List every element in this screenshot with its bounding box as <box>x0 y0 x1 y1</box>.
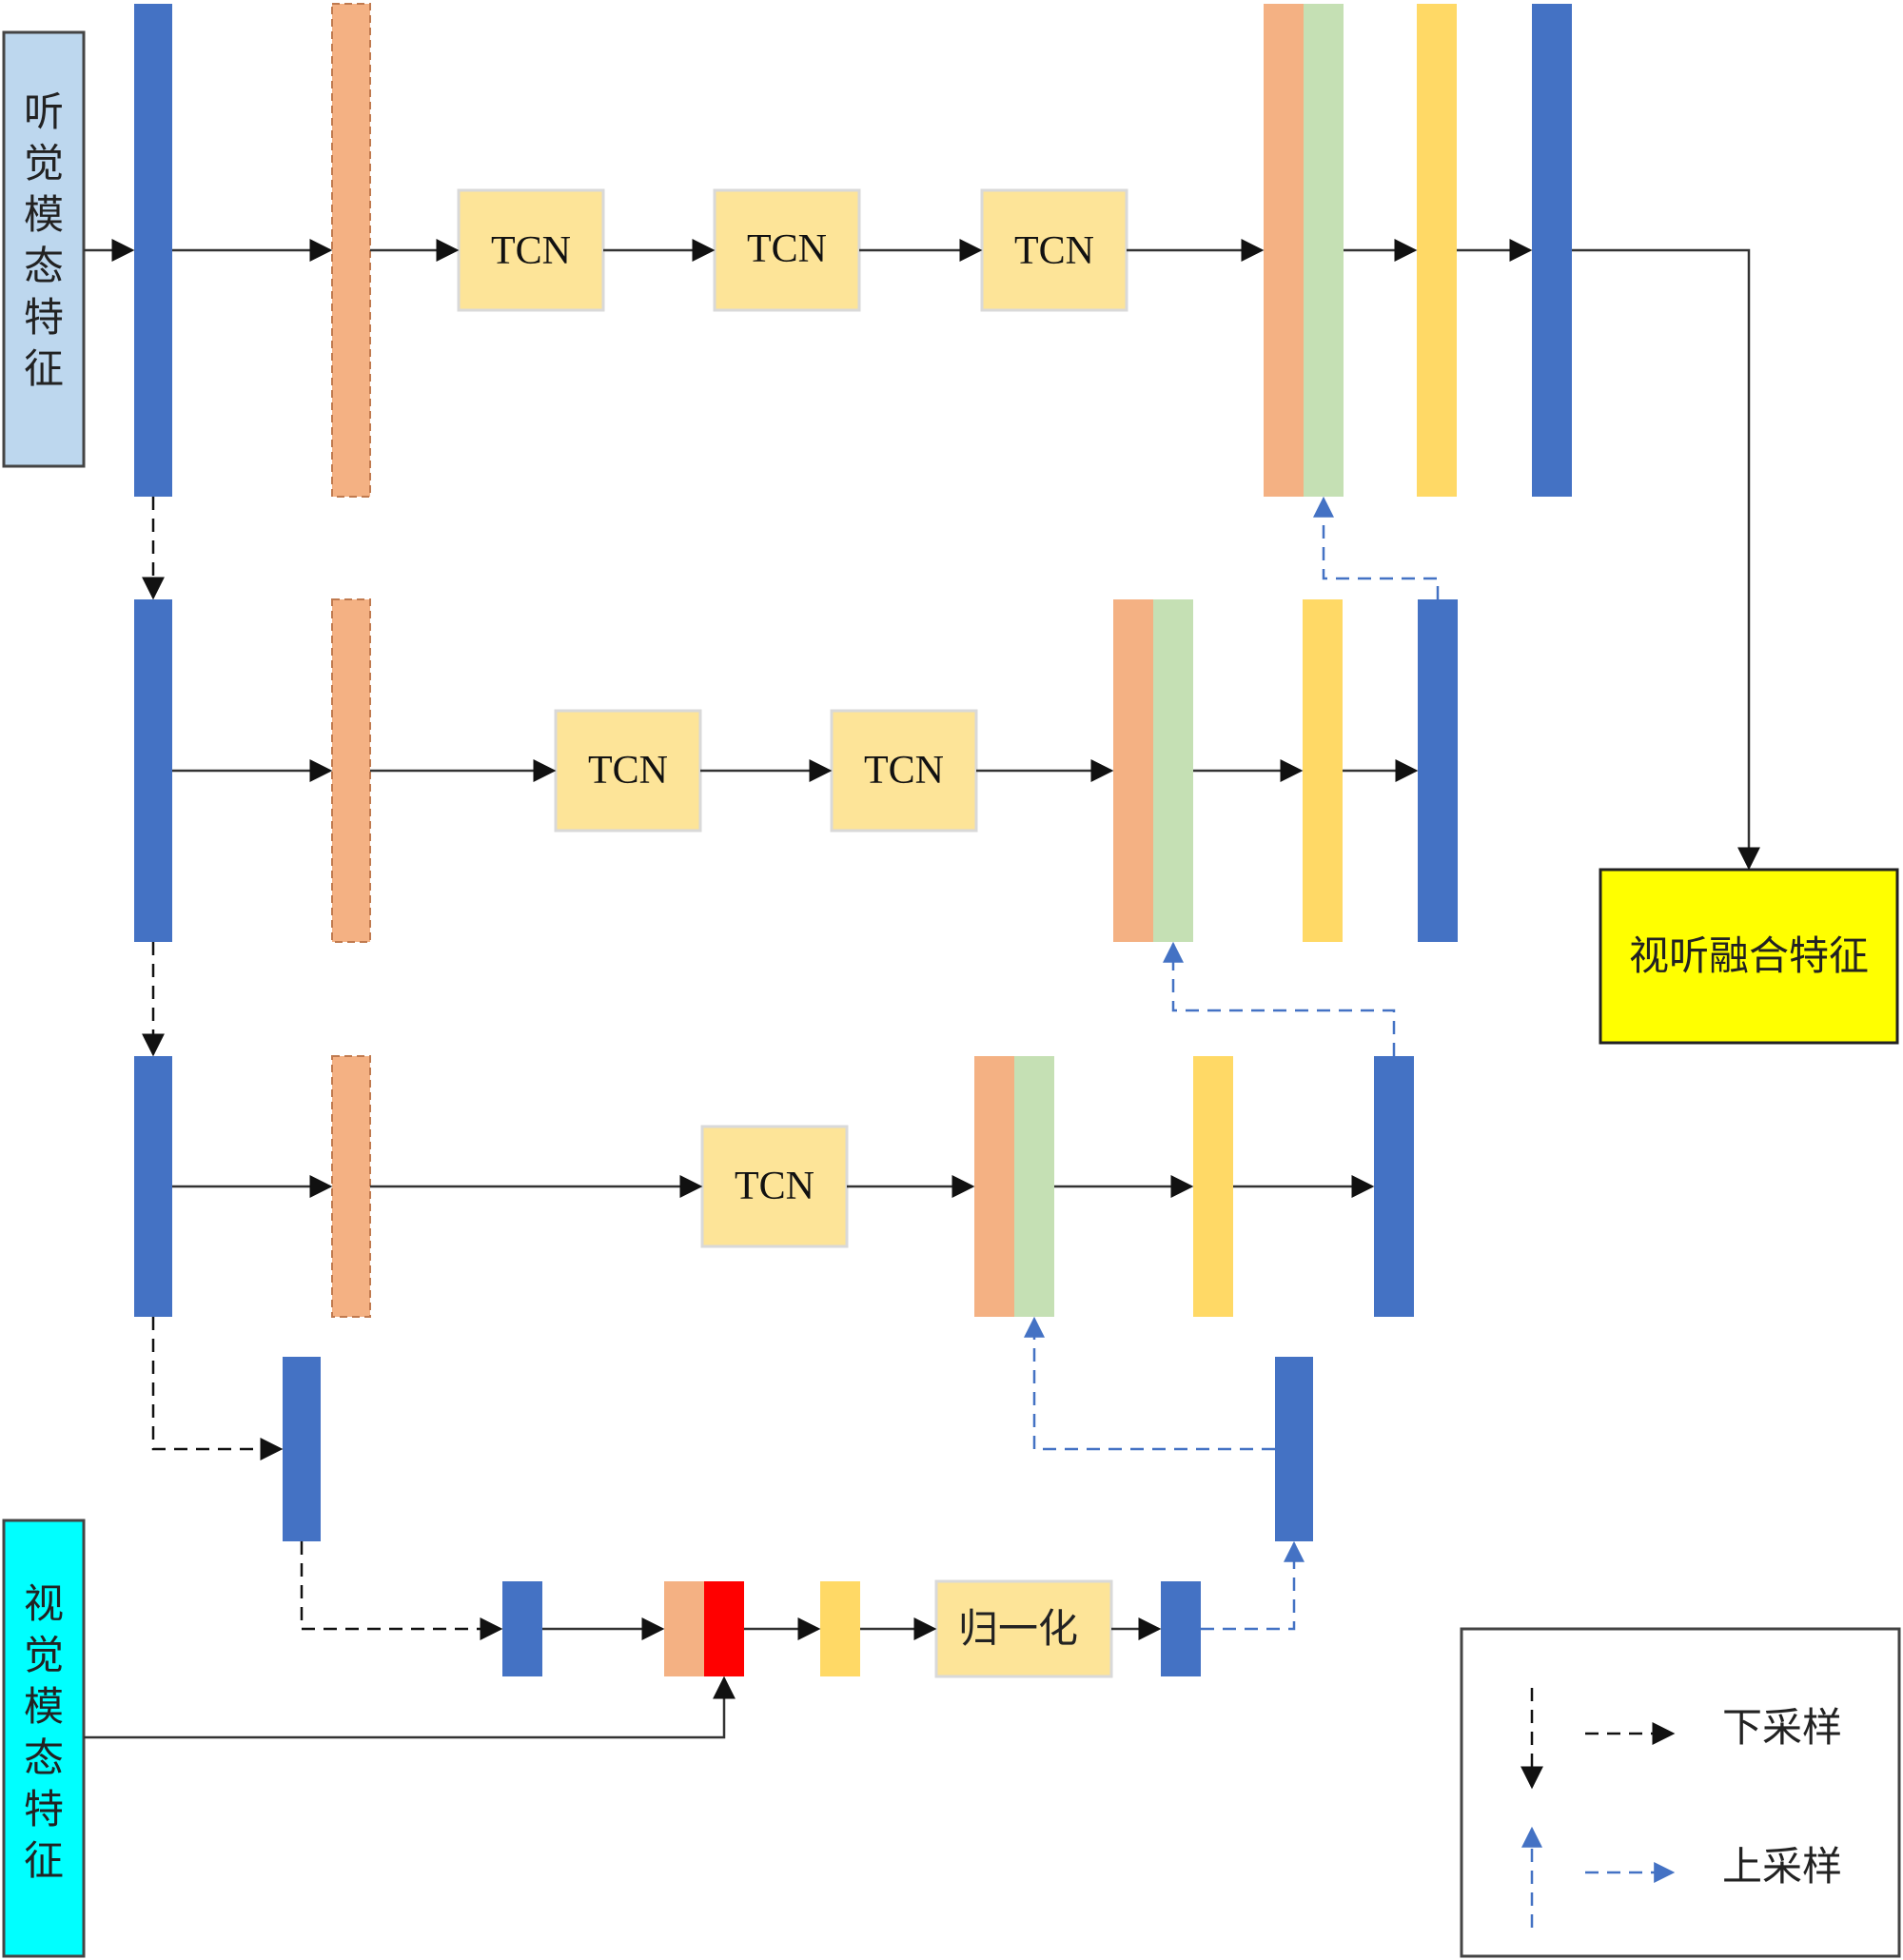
row1-input-block <box>134 4 172 497</box>
row1-output-block <box>1532 4 1572 497</box>
row3-tcn-1: TCN <box>700 1125 849 1248</box>
row1-tcn-3: TCN <box>980 188 1128 312</box>
legend: 下采样 上采样 <box>1460 1627 1901 1958</box>
row1-tcn-2: TCN <box>713 188 861 312</box>
audio-input-label: 听觉模态特征 <box>24 88 64 392</box>
down-3-4 <box>151 1317 284 1460</box>
row5-normalize-label: 归一化 <box>958 1605 1078 1652</box>
row-2: TCN TCN <box>134 598 1458 943</box>
row5-input-block <box>502 1581 542 1676</box>
visual-input-arrow <box>84 1676 736 1739</box>
row-5: 归一化 <box>84 1579 1201 1739</box>
row1-yellow-block <box>1417 4 1457 497</box>
legend-upsample-label: 上采样 <box>1722 1843 1842 1890</box>
row1-tcn-1: TCN <box>457 188 605 312</box>
row5-concat-orange <box>664 1581 704 1676</box>
row3-dashed-block <box>331 1055 371 1318</box>
up-5-4 <box>1201 1540 1305 1631</box>
row2-output-block <box>1418 599 1458 942</box>
row1-concat-green <box>1304 4 1344 497</box>
downsample-connections <box>142 497 503 1640</box>
row3-yellow-block <box>1193 1056 1233 1317</box>
row-3: TCN <box>134 1055 1414 1318</box>
upsample-connections <box>1024 496 1440 1631</box>
legend-box <box>1460 1627 1901 1958</box>
up-3-2 <box>1163 941 1396 1056</box>
row1-tcn-3-label: TCN <box>1014 229 1094 273</box>
row1-tcn-1-label: TCN <box>491 229 571 273</box>
row3-concat-orange <box>974 1056 1014 1317</box>
row3-concat-green <box>1014 1056 1054 1317</box>
row1-arrow-to-output <box>1572 248 1760 871</box>
row2-tcn-1-label: TCN <box>588 749 668 793</box>
row3-tcn-1-label: TCN <box>735 1165 814 1208</box>
row2-concat-orange <box>1113 599 1153 942</box>
legend-downsample-label: 下采样 <box>1722 1704 1842 1751</box>
up-2-1 <box>1313 496 1440 599</box>
row-4 <box>283 1357 1313 1541</box>
row5-output-block <box>1161 1581 1201 1676</box>
row1-tcn-2-label: TCN <box>747 227 827 271</box>
row5-yellow-block <box>820 1581 860 1676</box>
row1-dashed-block <box>331 3 371 498</box>
legend-downsample: 下采样 <box>1520 1688 1842 1790</box>
row2-tcn-1: TCN <box>554 709 702 833</box>
up-4-3 <box>1024 1316 1275 1451</box>
audio-input-box: 听觉模态特征 <box>2 30 86 468</box>
row3-input-block <box>134 1056 172 1317</box>
visual-input-box: 视觉模态特征 <box>2 1519 86 1958</box>
row5-normalize-box: 归一化 <box>934 1579 1113 1678</box>
row2-yellow-block <box>1303 599 1343 942</box>
row2-dashed-block <box>331 598 371 943</box>
row3-output-block <box>1374 1056 1414 1317</box>
legend-upsample: 上采样 <box>1521 1826 1842 1928</box>
row4-down-block <box>283 1357 321 1541</box>
visual-input-label: 视觉模态特征 <box>24 1580 64 1884</box>
row5-concat-red <box>704 1581 744 1676</box>
row1-concat-orange <box>1264 4 1304 497</box>
output-label: 视听融合特征 <box>1629 932 1869 979</box>
down-4-5 <box>300 1541 503 1640</box>
row2-input-block <box>134 599 172 942</box>
row4-up-block <box>1275 1357 1313 1541</box>
row2-tcn-2: TCN <box>830 709 978 833</box>
output-box: 视听融合特征 <box>1599 868 1899 1045</box>
row-1: TCN TCN TCN <box>84 3 1760 871</box>
row2-tcn-2-label: TCN <box>864 749 944 793</box>
row2-concat-green <box>1153 599 1193 942</box>
